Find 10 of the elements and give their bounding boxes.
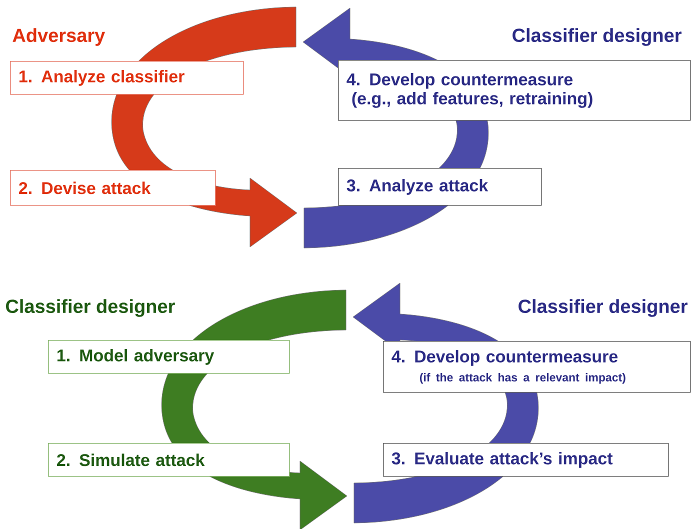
step-box: 4. Develop countermeasure (e.g., add features, retraining): [338, 60, 691, 121]
step-box: 3. Evaluate attack’s impact: [383, 443, 669, 477]
step-box: 2. Simulate attack: [48, 443, 290, 477]
role-heading: Classifier designer: [518, 299, 688, 317]
step-box: 3. Analyze attack: [338, 168, 542, 206]
step-box: 4. Develop countermeasure (if the attack has a relevant impact): [383, 341, 691, 393]
role-heading: Classifier designer: [6, 299, 175, 317]
step-box: 2. Devise attack: [10, 170, 216, 206]
step-box: 1. Analyze classifier: [10, 61, 244, 95]
step-box: 1. Model adversary: [48, 340, 290, 374]
